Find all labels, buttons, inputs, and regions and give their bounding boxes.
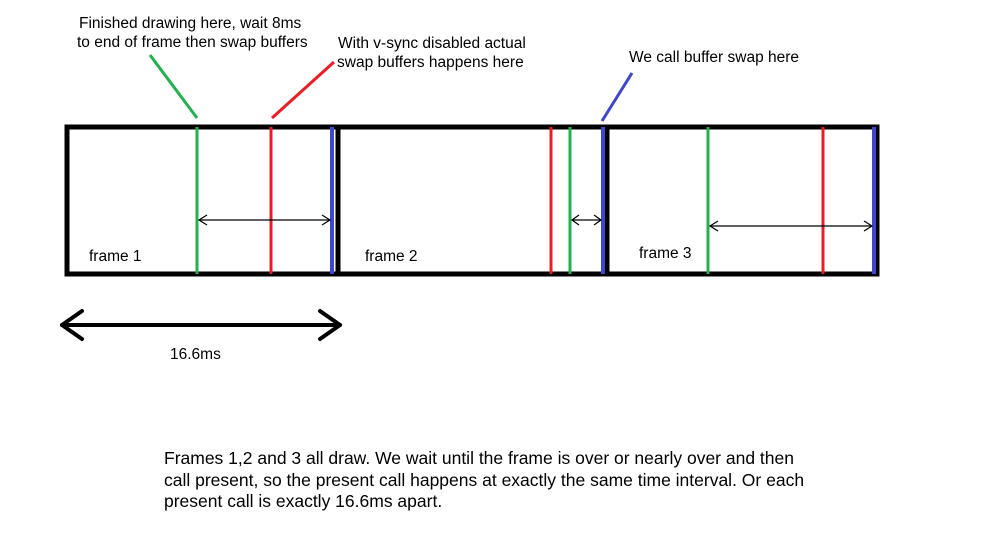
- frame-interval-arrow: [60, 309, 342, 341]
- red-pointer-line: [270, 60, 336, 120]
- green-pointer-line: [148, 54, 199, 119]
- green-annotation-line-1: Finished drawing here, wait 8ms: [79, 15, 302, 32]
- frame-3-box: [604, 124, 880, 277]
- frame-2-label: frame 2: [365, 248, 418, 265]
- explanation-line-3: present call is exactly 16.6ms apart.: [164, 491, 443, 511]
- red-annotation-line-2: swap buffers happens here: [337, 54, 524, 71]
- green-annotation-line-2: to end of frame then swap buffers: [77, 34, 308, 51]
- frame-1-wait-arrow: [197, 214, 332, 226]
- explanation-line-1: Frames 1,2 and 3 all draw. We wait until…: [164, 448, 794, 468]
- explanation-line-2: call present, so the present call happen…: [164, 469, 805, 490]
- red-annotation-line-1: With v-sync disabled actual: [338, 35, 526, 52]
- frame-1-label: frame 1: [89, 248, 142, 265]
- frame-3-label: frame 3: [639, 245, 692, 262]
- blue-annotation: We call buffer swap here: [629, 49, 799, 66]
- frame-interval-label: 16.6ms: [170, 346, 221, 363]
- blue-pointer-line: [600, 72, 634, 122]
- explanation-text: Frames 1,2 and 3 all draw. We wait until…: [164, 448, 884, 513]
- frame-2-wait-arrow: [570, 214, 603, 226]
- frame-3-wait-arrow: [708, 220, 874, 232]
